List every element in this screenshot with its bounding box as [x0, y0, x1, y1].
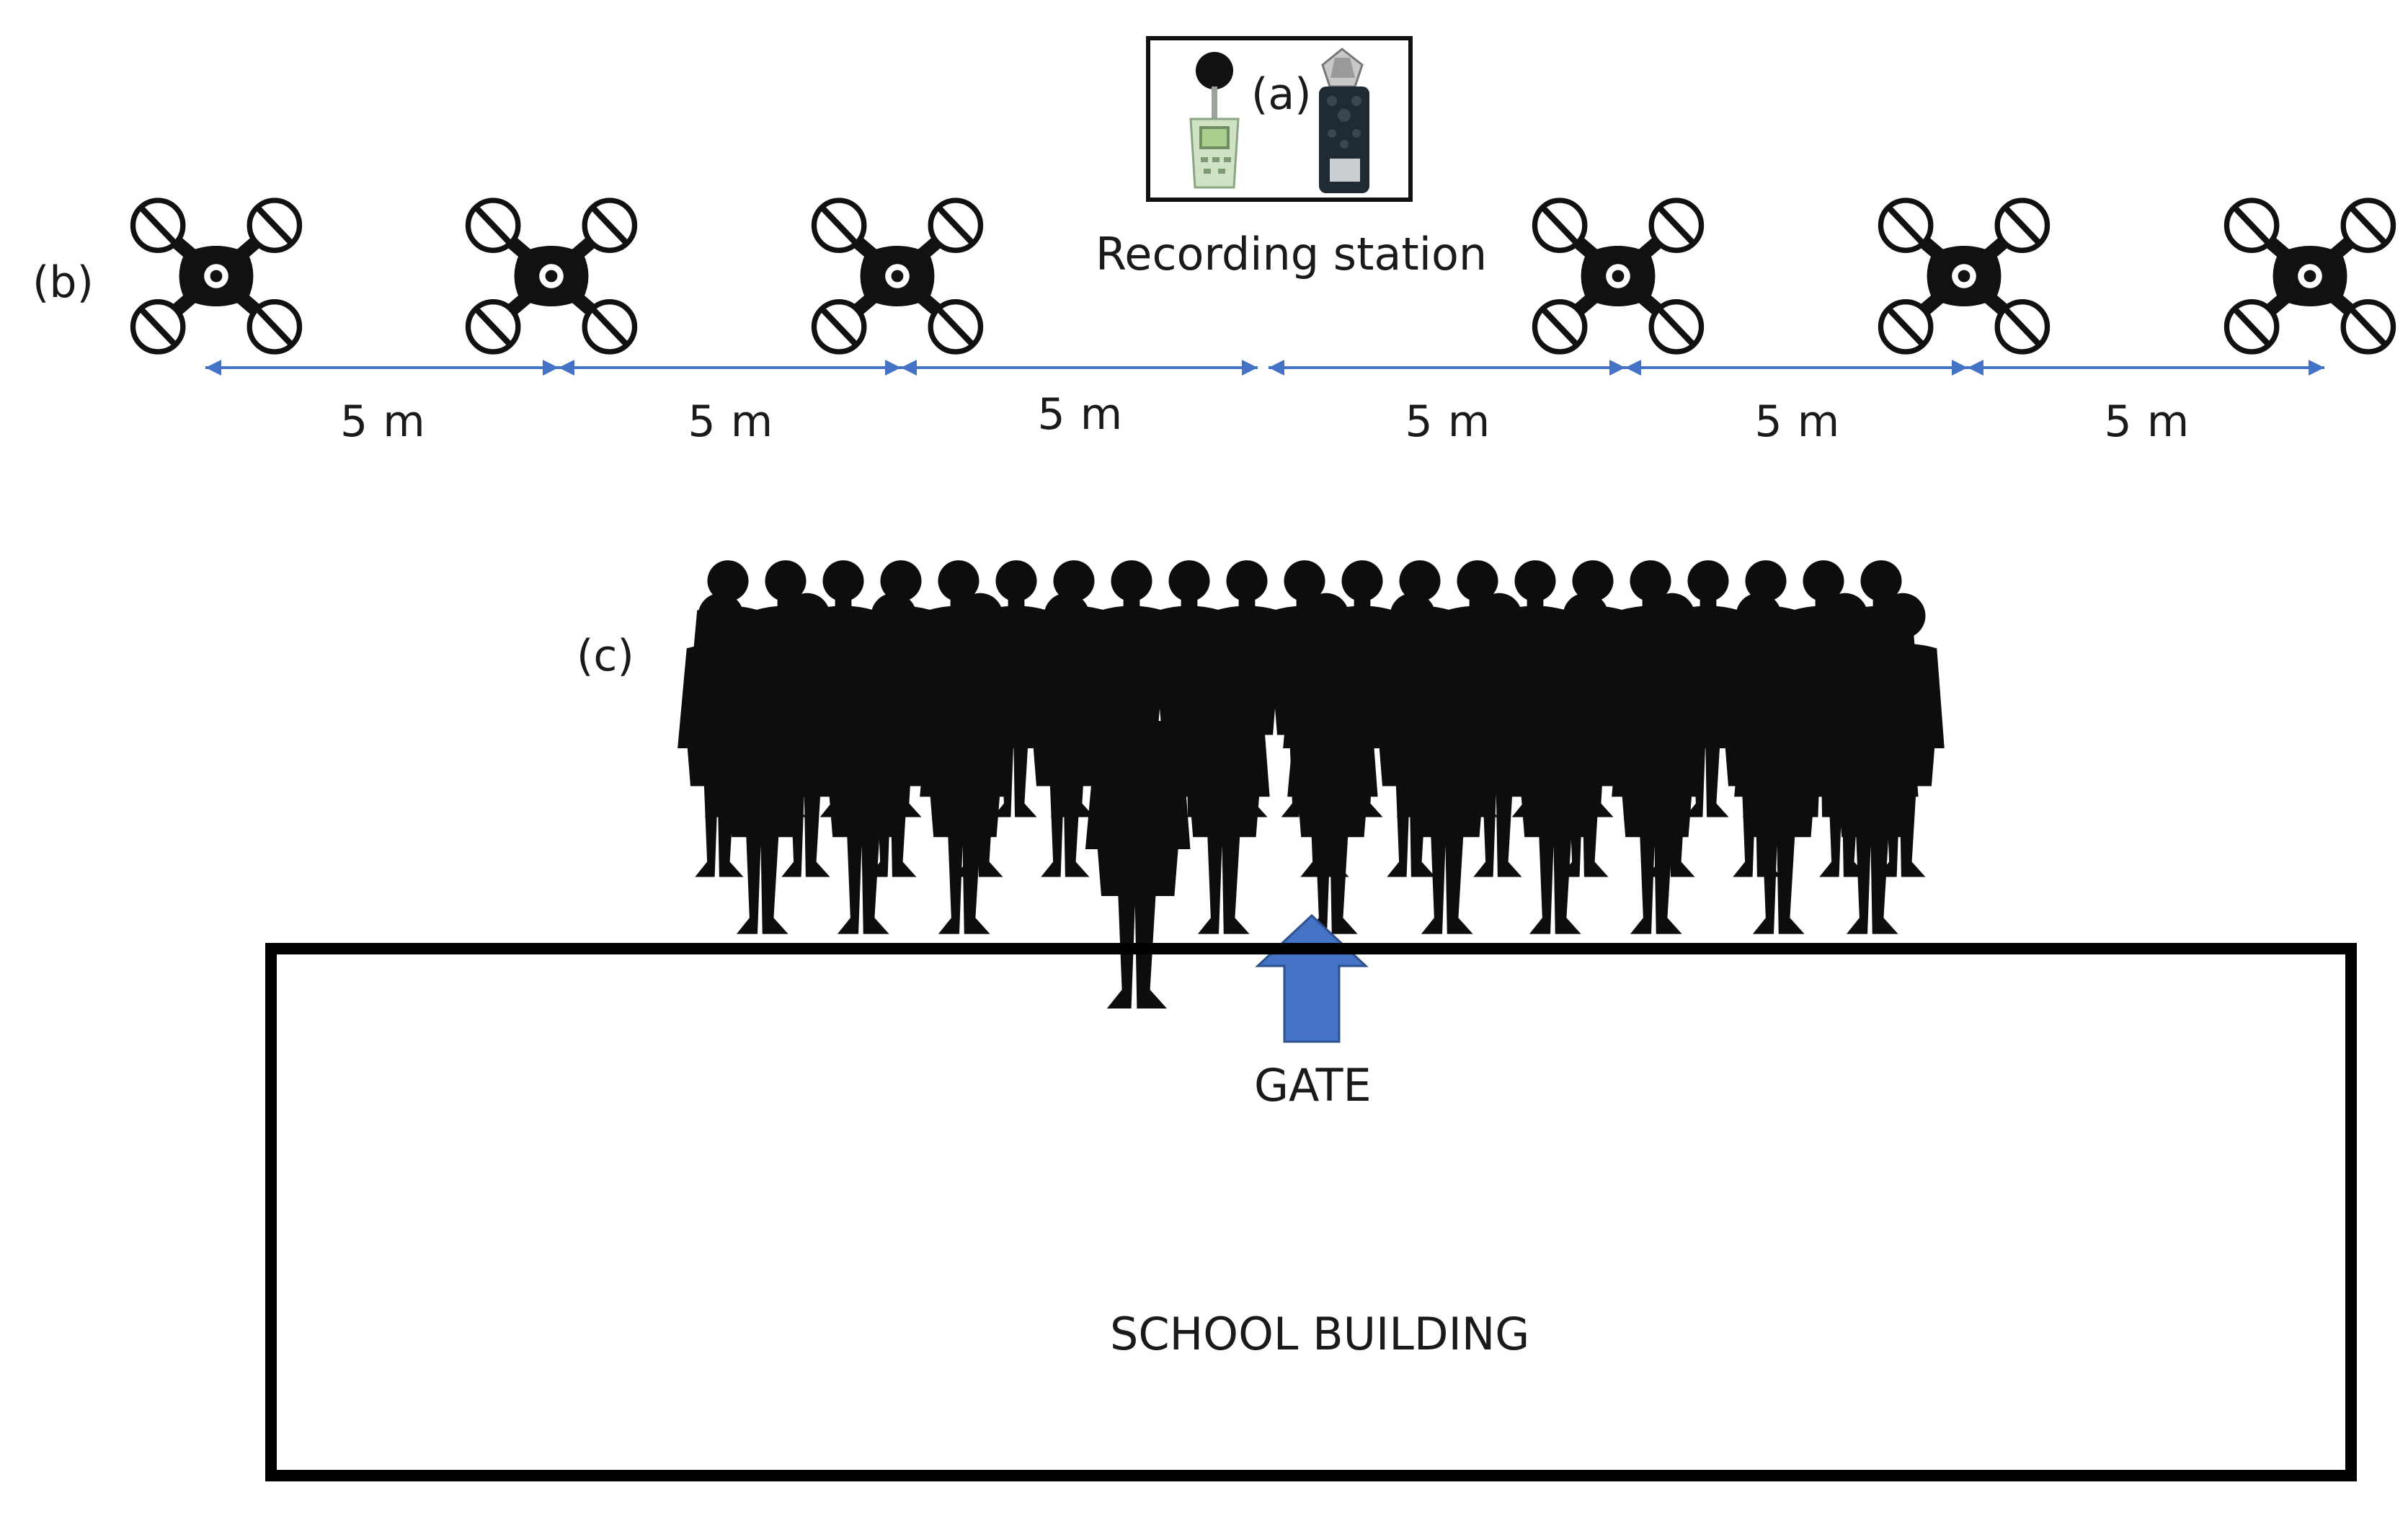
audio-recorder-icon: [1319, 48, 1369, 193]
distance-label: 5 m: [1037, 389, 1124, 440]
quadcopter-drone-icon: [133, 200, 300, 352]
distance-label: 5 m: [2104, 396, 2190, 447]
recording-station-box: (a): [1146, 36, 1413, 202]
distance-label: 5 m: [1754, 396, 1841, 447]
quadcopter-drone-icon: [1881, 200, 2048, 352]
panel-label-c: (c): [577, 631, 634, 681]
recording-station-caption: Recording station: [1096, 228, 1488, 280]
arrowhead: [1609, 360, 1625, 376]
quadcopter-drone-icon: [468, 200, 635, 352]
quadcopter-drone-icon: [1535, 200, 1702, 352]
school-building: [265, 943, 2357, 1481]
distance-label: 5 m: [340, 396, 426, 447]
arrowhead: [885, 360, 901, 376]
arrowhead: [2309, 360, 2324, 376]
panel-label-b: (b): [32, 257, 94, 308]
arrowhead: [1269, 360, 1284, 376]
arrowhead: [543, 360, 559, 376]
distance-arrows: [205, 360, 2324, 376]
distance-label: 5 m: [1405, 396, 1491, 447]
school-building-label: SCHOOL BUILDING: [1110, 1308, 1530, 1360]
arrowhead: [1968, 360, 1983, 376]
arrowhead: [1242, 360, 1258, 376]
gate-label: GATE: [1254, 1059, 1372, 1112]
arrowhead: [559, 360, 574, 376]
panel-label-a: (a): [1251, 69, 1312, 120]
arrowhead: [901, 360, 917, 376]
drone-row: [133, 200, 2394, 352]
quadcopter-drone-icon: [814, 200, 981, 352]
arrowhead: [1952, 360, 1968, 376]
sound-level-meter-icon: [1189, 52, 1240, 189]
distance-label: 5 m: [688, 396, 774, 447]
quadcopter-drone-icon: [2227, 200, 2394, 352]
arrowhead: [1625, 360, 1641, 376]
arrowhead: [205, 360, 221, 376]
